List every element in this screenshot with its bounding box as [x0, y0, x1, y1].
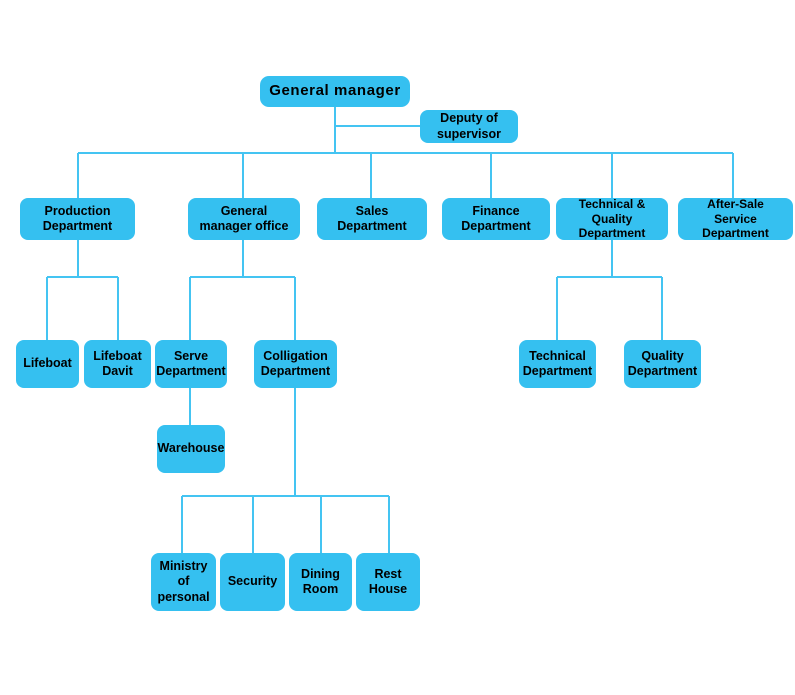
node-deputy-of-supervisor[interactable]: Deputy of supervisor — [420, 110, 518, 143]
node-ministry-of-personal[interactable]: Ministry of personal — [151, 553, 216, 611]
node-colligation-department[interactable]: Colligation Department — [254, 340, 337, 388]
node-sales-department[interactable]: Sales Department — [317, 198, 427, 240]
node-serve-department[interactable]: Serve Department — [155, 340, 227, 388]
node-lifeboat[interactable]: Lifeboat — [16, 340, 79, 388]
node-technical-department[interactable]: Technical Department — [519, 340, 596, 388]
node-technical-quality-department[interactable]: Technical & Quality Department — [556, 197, 668, 240]
node-security[interactable]: Security — [220, 553, 285, 611]
node-rest-house[interactable]: Rest House — [356, 553, 420, 611]
node-quality-department[interactable]: Quality Department — [624, 340, 701, 388]
node-general-manager-office[interactable]: General manager office — [188, 198, 300, 240]
node-warehouse[interactable]: Warehouse — [157, 425, 225, 473]
node-production-department[interactable]: Production Department — [20, 198, 135, 240]
node-dining-room[interactable]: Dining Room — [289, 553, 352, 611]
node-lifeboat-davit[interactable]: Lifeboat Davit — [84, 340, 151, 388]
node-after-sale-service-department[interactable]: After-Sale Service Department — [678, 197, 793, 240]
node-general-manager[interactable]: General manager — [260, 76, 410, 107]
node-finance-department[interactable]: Finance Department — [442, 198, 550, 240]
